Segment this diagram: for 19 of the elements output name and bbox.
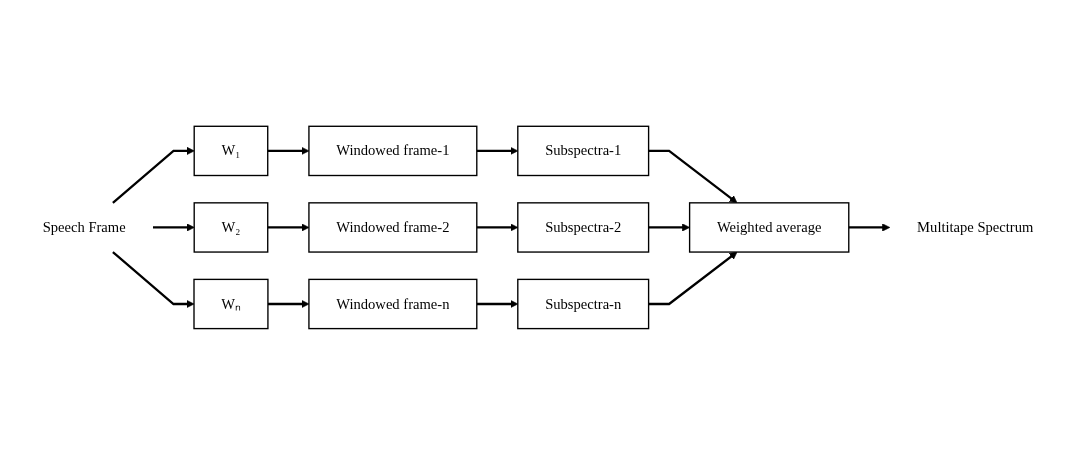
arrow [648,251,738,306]
arrow [648,149,738,204]
node-box: Subspectra-1 [517,125,650,177]
node-box: Windowed frame-n [308,278,478,330]
arrow [848,223,891,232]
node-text: Multitape Spectrum [917,219,1034,235]
node-text: Speech Frame [42,219,126,235]
node-box: Subspectra-2 [517,202,650,253]
node-box: W₁ [193,125,269,177]
node-box: Weighted average [688,202,850,253]
node-box: Wₙ [193,278,269,330]
arrow [153,223,195,232]
node-box: Subspectra-n [517,278,650,330]
arrow [112,251,195,309]
node-box: Windowed frame-1 [308,125,478,177]
arrow [112,146,195,204]
node-box: W₂ [193,202,269,253]
node-box: Windowed frame-2 [308,202,478,253]
arrow [648,223,690,232]
